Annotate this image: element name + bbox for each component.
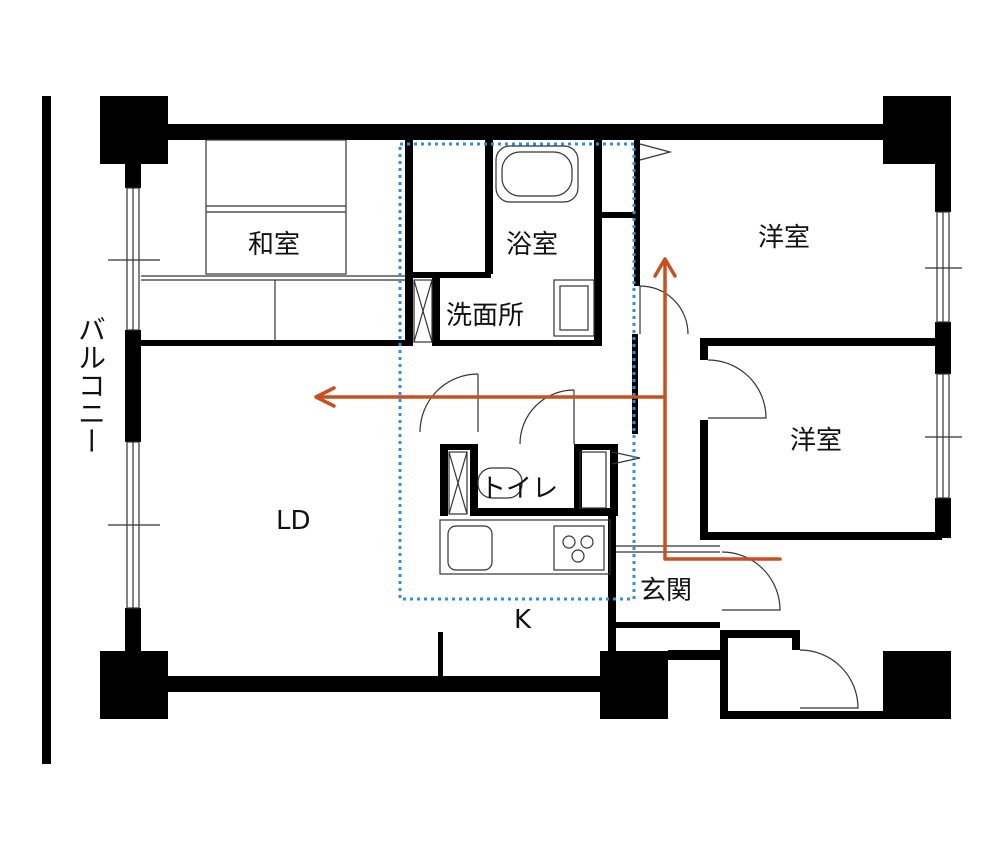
room-label-entrance: 玄関: [640, 576, 693, 606]
room-label-kitchen: K: [514, 605, 532, 635]
doors: [419, 143, 859, 709]
window-left: [108, 187, 160, 609]
balcony-rail: [42, 96, 51, 764]
structural-columns: [100, 96, 951, 719]
window-right: [925, 211, 962, 499]
interior-walls: [141, 140, 942, 676]
room-label-western-mid: 洋室: [790, 426, 843, 456]
room-label-washitsu: 和室: [248, 230, 301, 260]
balcony-label: バルコニー: [74, 315, 107, 455]
room-label-bath: 浴室: [506, 230, 559, 260]
room-label-toilet: トイレ: [480, 474, 559, 504]
highlight-box: [398, 142, 636, 601]
fixtures: [141, 139, 611, 575]
route-arrows: [314, 257, 782, 561]
room-label-ld: LD: [276, 506, 311, 536]
room-label-washroom: 洗面所: [446, 301, 525, 331]
exterior-walls: [125, 124, 951, 719]
room-label-western-top: 洋室: [758, 223, 811, 253]
